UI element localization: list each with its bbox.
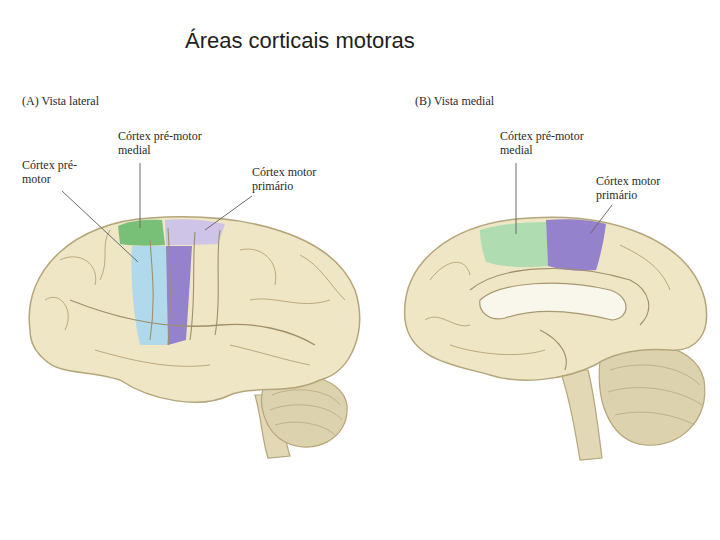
area-label: Córtex pré-motor <box>22 158 82 186</box>
area-label: Córtex motor primário <box>596 174 676 202</box>
leader-lines <box>62 163 612 262</box>
medial-brain <box>405 217 707 460</box>
view-caption: (B) Vista medial <box>415 94 575 108</box>
view-caption: (A) Vista lateral <box>22 94 182 108</box>
diagram-title: Áreas corticais motoras <box>185 28 415 54</box>
area-label: Córtex pré-motor medial <box>500 129 600 157</box>
area-label: Córtex motor primário <box>252 165 332 193</box>
area-label: Córtex pré-motor medial <box>118 129 218 157</box>
lateral-brain <box>29 217 359 458</box>
